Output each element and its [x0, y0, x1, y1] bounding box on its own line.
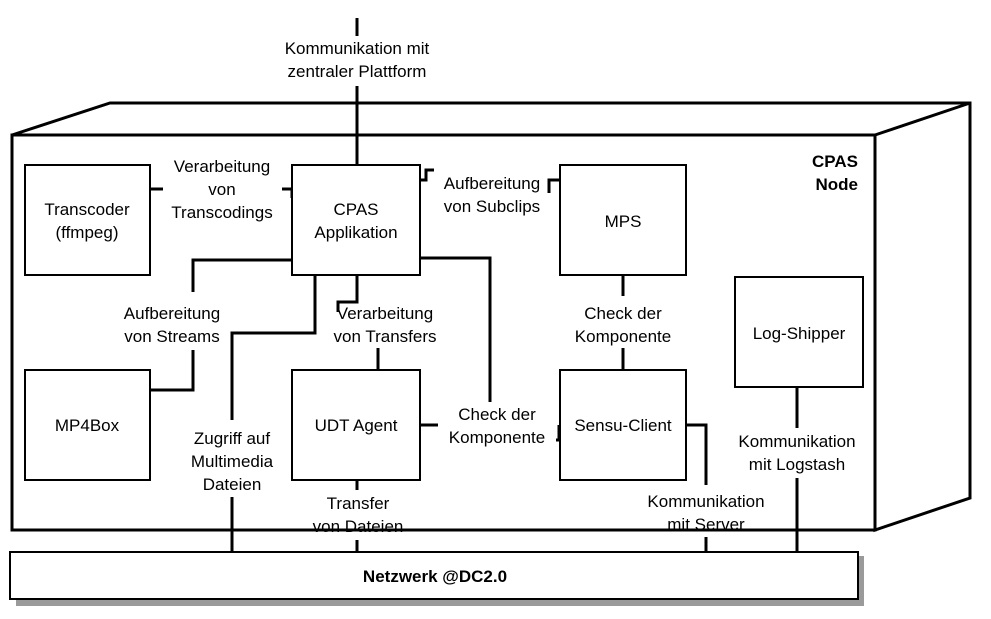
connector-subclips-a: [420, 168, 434, 182]
log-shipper-box: Log-Shipper: [734, 276, 864, 388]
label-server-line2: mit Server: [667, 515, 745, 534]
label-logstash-line1: Kommunikation: [738, 432, 855, 451]
label-check-udt-line1: Check der: [458, 405, 536, 424]
node-title-line2: Node: [816, 175, 859, 194]
transcoder-label-line1: Transcoder: [44, 200, 130, 219]
connector-subclips-b: [547, 178, 560, 193]
sensu-client-box: Sensu-Client: [559, 369, 687, 481]
mps-label: MPS: [605, 212, 642, 231]
log-shipper-label: Log-Shipper: [753, 324, 846, 343]
label-check-mps-line2: Komponente: [575, 327, 671, 346]
label-multimedia-line2: Multimedia: [191, 452, 274, 471]
network-label: Netzwerk @DC2.0: [363, 567, 507, 586]
label-streams-line2: von Streams: [124, 327, 219, 346]
connector-server-a: [686, 423, 708, 485]
network-bar: Netzwerk @DC2.0: [9, 551, 864, 606]
network-bar-body: [9, 551, 859, 600]
cpas-app-label-line2: Applikation: [314, 223, 397, 242]
connectors: [150, 18, 875, 552]
connector-streams-a: [191, 258, 292, 292]
node-frame-edge: [874, 101, 971, 137]
label-file-transfer-line1: Transfer: [327, 494, 390, 513]
udt-agent-box: UDT Agent: [291, 369, 421, 481]
cpas-app-box: CPAS Applikation: [291, 164, 421, 276]
connector-streams-b: [150, 350, 195, 392]
connector-multimedia-a: [230, 275, 317, 420]
node-title-line1: CPAS: [812, 152, 858, 171]
label-server-line1: Kommunikation: [647, 492, 764, 511]
label-transcodings-line3: Transcodings: [171, 203, 272, 222]
transcoder-label-line2: (ffmpeg): [56, 223, 119, 242]
node-frame-front: [10, 133, 877, 532]
label-multimedia-line3: Dateien: [203, 475, 262, 494]
sensu-client-label: Sensu-Client: [574, 416, 672, 435]
label-file-transfer-line2: von Dateien: [313, 517, 404, 536]
label-platform-line1: Kommunikation mit: [285, 39, 430, 58]
connector-transfers-a: [336, 275, 359, 312]
label-streams-line1: Aufbereitung: [124, 304, 220, 323]
mp4box-box: MP4Box: [24, 369, 151, 481]
label-subclips-line2: von Subclips: [444, 197, 540, 216]
label-transfers-line2: von Transfers: [334, 327, 437, 346]
label-transfers-line1: Verarbeitung: [337, 304, 433, 323]
label-transcodings-line1: Verarbeitung: [174, 157, 270, 176]
mps-box: MPS: [559, 164, 687, 276]
cpas-app-label-line1: CPAS: [333, 200, 378, 219]
cpas-node-frame: [10, 101, 972, 533]
label-subclips-line1: Aufbereitung: [444, 174, 540, 193]
transcoder-box: Transcoder (ffmpeg): [24, 164, 151, 276]
mp4box-label: MP4Box: [55, 416, 120, 435]
connector-check-udt-a: [420, 256, 492, 402]
label-check-mps-line1: Check der: [584, 304, 662, 323]
label-check-udt-line2: Komponente: [449, 428, 545, 447]
label-multimedia-line1: Zugriff auf: [194, 429, 271, 448]
label-logstash-line2: mit Logstash: [749, 455, 845, 474]
label-platform-line2: zentraler Plattform: [288, 62, 427, 81]
udt-agent-label: UDT Agent: [315, 416, 398, 435]
label-transcodings-line2: von: [208, 180, 235, 199]
